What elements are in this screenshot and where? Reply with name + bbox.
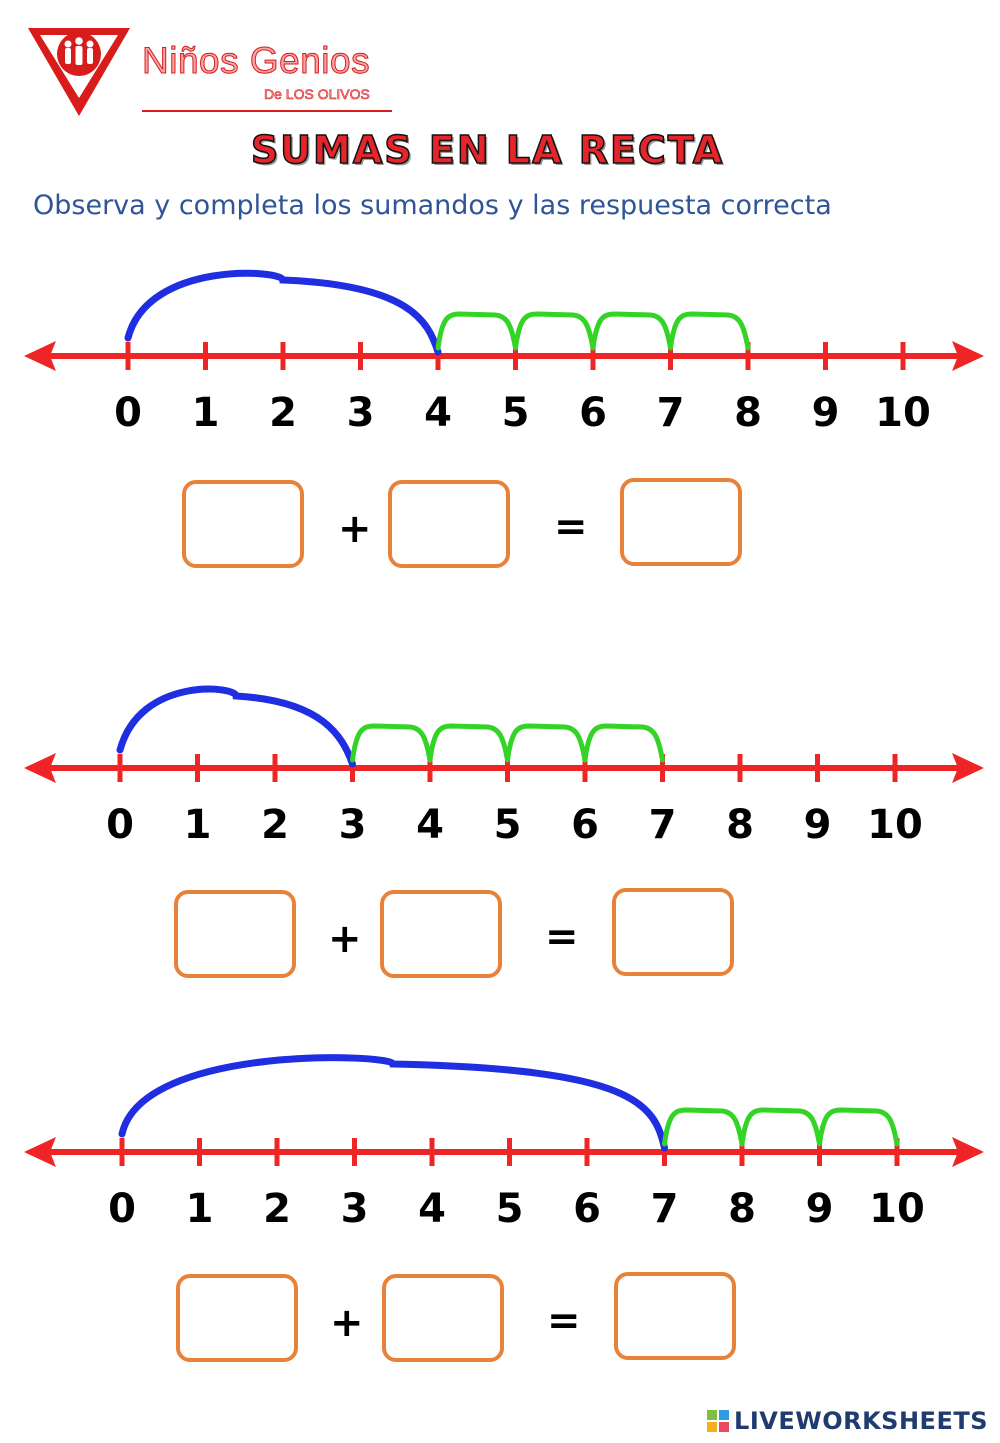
tick-label: 6 bbox=[579, 390, 607, 436]
tick-label: 7 bbox=[657, 390, 685, 436]
tick-label: 3 bbox=[347, 390, 375, 436]
left-arrow-icon bbox=[24, 341, 56, 371]
result-input[interactable] bbox=[612, 888, 734, 976]
tick-label: 2 bbox=[261, 802, 289, 848]
tick-label: 6 bbox=[571, 802, 599, 848]
unit-jump-arc bbox=[817, 1107, 900, 1147]
number-line: 0 1 2 3 4 5 6 7 8 9 10 bbox=[24, 269, 984, 436]
left-arrow-icon bbox=[24, 753, 56, 783]
tick-label: 9 bbox=[812, 390, 840, 436]
school-emblem-icon bbox=[28, 28, 130, 116]
tick-label: 10 bbox=[867, 802, 923, 848]
first-addend-jump-arc bbox=[124, 269, 442, 356]
brand-underline bbox=[142, 110, 392, 112]
addend-a-input[interactable] bbox=[182, 480, 304, 568]
equals-sign: = bbox=[545, 914, 579, 960]
unit-jump-arc bbox=[739, 1107, 822, 1147]
addend-b-input[interactable] bbox=[388, 480, 510, 568]
tick-label: 4 bbox=[418, 1186, 446, 1232]
addend-a-input[interactable] bbox=[176, 1274, 298, 1362]
plus-sign: + bbox=[338, 506, 372, 552]
exercise-2: 0 1 2 3 4 5 6 7 8 9 10 + = bbox=[0, 660, 1000, 1020]
tick-label: 0 bbox=[106, 802, 134, 848]
first-addend-jump-arc bbox=[118, 1054, 668, 1152]
addend-a-input[interactable] bbox=[174, 890, 296, 978]
worksheet-instruction: Observa y completa los sumandos y las re… bbox=[33, 190, 832, 221]
footer-brand: LIVEWORKSHEETS bbox=[706, 1407, 988, 1435]
result-input[interactable] bbox=[620, 478, 742, 566]
unit-jump-arc bbox=[513, 311, 596, 351]
brand-name: Niños Genios bbox=[141, 40, 371, 82]
plus-sign: + bbox=[328, 916, 362, 962]
footer-brand-text: LIVEWORKSHEETS bbox=[734, 1407, 988, 1435]
right-arrow-icon bbox=[952, 341, 984, 371]
tick-label: 5 bbox=[494, 802, 522, 848]
tick-label: 0 bbox=[114, 390, 142, 436]
tick-label: 2 bbox=[269, 390, 297, 436]
tick-label: 3 bbox=[341, 1186, 369, 1232]
tick-label: 8 bbox=[728, 1186, 756, 1232]
tick-label: 10 bbox=[869, 1186, 925, 1232]
unit-jump-arc bbox=[662, 1107, 745, 1147]
tick-label: 4 bbox=[424, 390, 452, 436]
tick-label: 10 bbox=[875, 390, 931, 436]
equals-sign: = bbox=[547, 1298, 581, 1344]
exercise-1: 0 1 2 3 4 5 6 7 8 9 10 + = bbox=[0, 250, 1000, 610]
equation-row: + = bbox=[0, 888, 1000, 990]
tick-label: 7 bbox=[649, 802, 677, 848]
tick-label: 3 bbox=[339, 802, 367, 848]
tick-label: 0 bbox=[108, 1186, 136, 1232]
first-addend-jump-arc bbox=[116, 685, 356, 768]
tick-label: 4 bbox=[416, 802, 444, 848]
unit-jump-arc bbox=[350, 723, 433, 763]
addend-b-input[interactable] bbox=[382, 1274, 504, 1362]
exercise-3: 0 1 2 3 4 5 6 7 8 9 10 + = bbox=[0, 1044, 1000, 1404]
equation-row: + = bbox=[0, 1272, 1000, 1374]
tick-label: 1 bbox=[192, 390, 220, 436]
tick-label: 6 bbox=[573, 1186, 601, 1232]
equals-sign: = bbox=[554, 504, 588, 550]
unit-jump-arc bbox=[582, 723, 665, 763]
right-arrow-icon bbox=[952, 1137, 984, 1167]
number-line: 0 1 2 3 4 5 6 7 8 9 10 bbox=[24, 1054, 984, 1232]
equation-row: + = bbox=[0, 478, 1000, 580]
school-logo: Niños Genios De LOS OLIVOS bbox=[26, 26, 406, 118]
tick-label: 7 bbox=[651, 1186, 679, 1232]
unit-jump-arc bbox=[427, 723, 510, 763]
worksheet-title: SUMAS EN LA RECTA bbox=[250, 127, 725, 173]
number-line: 0 1 2 3 4 5 6 7 8 9 10 bbox=[24, 685, 984, 848]
tick-label: 2 bbox=[263, 1186, 291, 1232]
unit-jump-arc bbox=[668, 311, 751, 351]
right-arrow-icon bbox=[952, 753, 984, 783]
addend-b-input[interactable] bbox=[380, 890, 502, 978]
plus-sign: + bbox=[330, 1300, 364, 1346]
brand-subtitle: De LOS OLIVOS bbox=[264, 86, 370, 103]
tick-label: 8 bbox=[734, 390, 762, 436]
tick-label: 1 bbox=[186, 1186, 214, 1232]
left-arrow-icon bbox=[24, 1137, 56, 1167]
tick-label: 9 bbox=[806, 1186, 834, 1232]
tick-label: 8 bbox=[726, 802, 754, 848]
result-input[interactable] bbox=[614, 1272, 736, 1360]
liveworksheets-logo-icon bbox=[707, 1410, 730, 1432]
tick-label: 1 bbox=[184, 802, 212, 848]
tick-label: 5 bbox=[502, 390, 530, 436]
tick-label: 5 bbox=[496, 1186, 524, 1232]
tick-label: 9 bbox=[804, 802, 832, 848]
unit-jump-arc bbox=[505, 723, 588, 763]
unit-jump-arc bbox=[590, 311, 673, 351]
unit-jump-arc bbox=[435, 311, 518, 351]
